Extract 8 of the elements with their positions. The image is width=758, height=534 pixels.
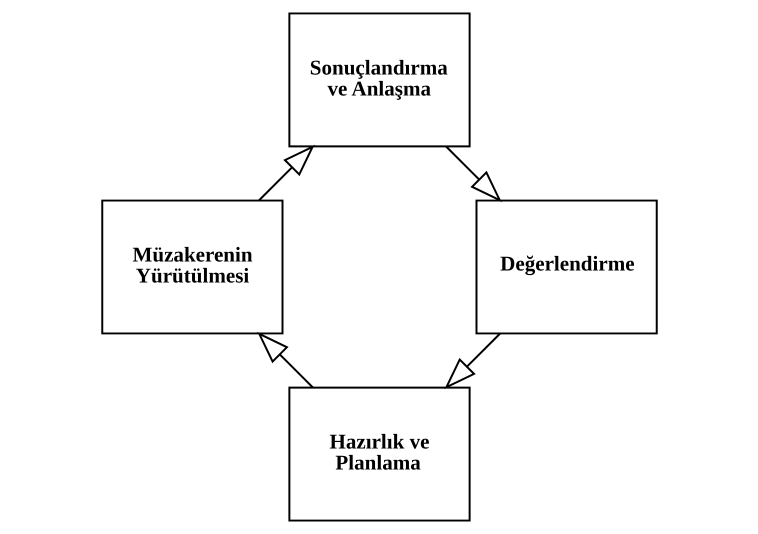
arrow	[444, 332, 500, 390]
arrow	[256, 332, 314, 388]
node-box: Müzakerenin Yürütülmesi	[100, 200, 283, 334]
arrow	[258, 144, 314, 202]
arrow	[444, 146, 502, 202]
node-box: Hazırlık ve Planlama	[288, 386, 470, 522]
node-box: Değerlendirme	[475, 200, 658, 334]
node-box: Sonuçlandırma ve Anlaşma	[288, 12, 470, 148]
